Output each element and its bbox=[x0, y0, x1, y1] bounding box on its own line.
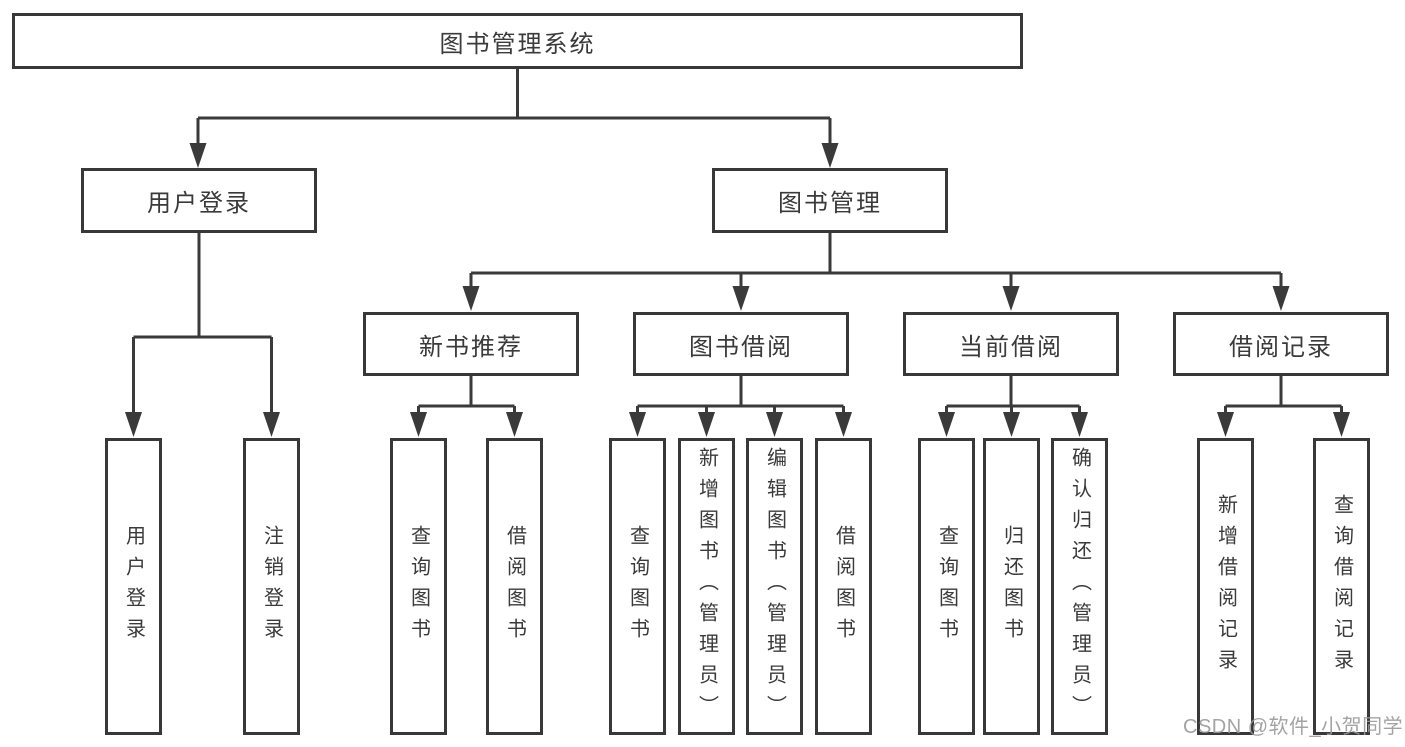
connector-lines bbox=[132, 69, 1343, 418]
leaf-return-books: 归还图书 bbox=[983, 438, 1040, 735]
leaf-borrow-books-recommend: 借阅图书 bbox=[486, 438, 543, 735]
node-library-system: 图书管理系统 bbox=[12, 13, 1023, 69]
leaf-add-borrow-record: 新增借阅记录 bbox=[1197, 438, 1254, 735]
leaf-query-books-borrow: 查询图书 bbox=[609, 438, 666, 735]
node-current-borrowing: 当前借阅 bbox=[903, 312, 1119, 376]
leaf-edit-books-admin: 编辑图书（管理员） bbox=[746, 438, 803, 735]
leaf-query-books-current: 查询图书 bbox=[918, 438, 975, 735]
leaf-add-books-admin: 新增图书（管理员） bbox=[678, 438, 735, 735]
node-user-login: 用户登录 bbox=[81, 168, 317, 233]
leaf-borrow-books: 借阅图书 bbox=[815, 438, 872, 735]
node-new-book-recommendation: 新书推荐 bbox=[363, 312, 579, 376]
node-borrowing-records: 借阅记录 bbox=[1173, 312, 1389, 376]
node-book-management: 图书管理 bbox=[712, 168, 948, 233]
leaf-user-login: 用户登录 bbox=[105, 438, 162, 735]
leaf-query-books-recommend: 查询图书 bbox=[390, 438, 447, 735]
arrowhead-icons bbox=[125, 143, 1350, 437]
leaf-query-borrow-record: 查询借阅记录 bbox=[1313, 438, 1370, 735]
leaf-confirm-return-admin: 确认归还（管理员） bbox=[1051, 438, 1108, 735]
leaf-logout: 注销登录 bbox=[243, 438, 300, 735]
node-book-borrowing: 图书借阅 bbox=[633, 312, 849, 376]
watermark-text: CSDN @软件_小贺同学 bbox=[1183, 716, 1404, 738]
